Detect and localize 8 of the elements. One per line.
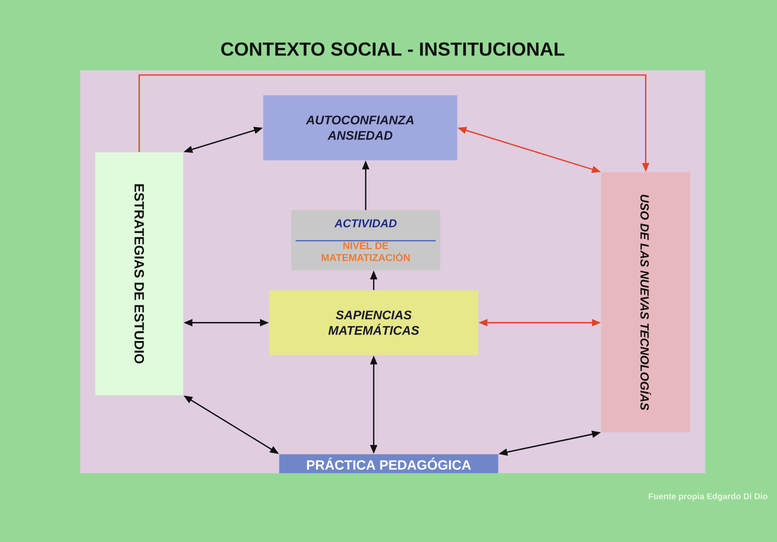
- vertical-box: ESTRATEGIAS DE ESTUDIO: [95, 152, 184, 396]
- concept-box: AUTOCONFIANZA ANSIEDAD: [263, 95, 458, 160]
- banner-box: PRÁCTICA PEDAGÓGICA: [279, 454, 498, 474]
- concept-box: ACTIVIDAD NIVEL DE MATEMATIZACIÓN: [291, 210, 440, 270]
- source-note: Fuente propia Edgardo Di Dio: [648, 493, 768, 501]
- concept-box: SAPIENCIAS MATEMÁTICAS: [269, 290, 478, 356]
- vertical-box: USO DE LAS NUEVAS TECNOLOGÍAS: [601, 172, 690, 432]
- heading: CONTEXTO SOCIAL - INSTITUCIONAL: [221, 42, 564, 56]
